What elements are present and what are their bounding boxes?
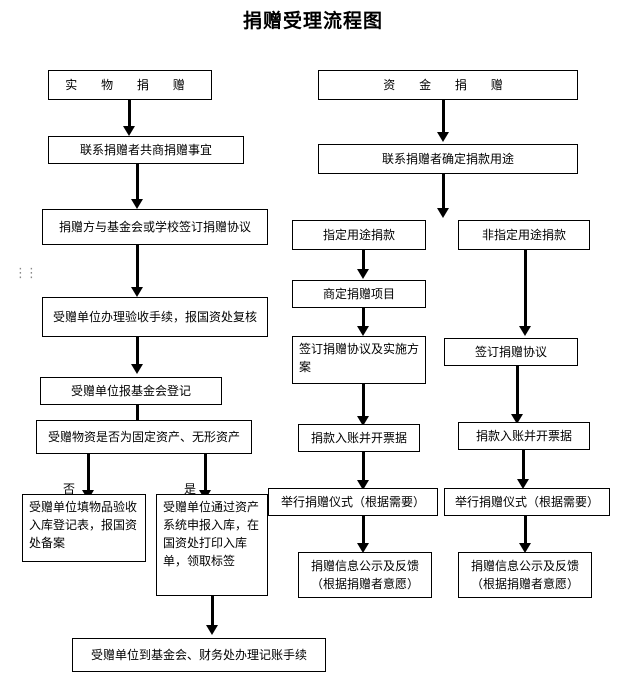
undesignated-ceremony-step: 举行捐赠仪式（根据需要） <box>444 488 610 516</box>
bookkeeping-step: 受赠单位到基金会、财务处办理记账手续 <box>72 638 326 672</box>
fund-donation-header: 资 金 捐 赠 <box>318 70 578 100</box>
arrow-down-icon <box>357 384 369 426</box>
confirm-usage-step: 联系捐赠者确定捐款用途 <box>318 144 578 174</box>
arrow-down-icon <box>199 454 211 500</box>
asset-system-box: 受赠单位通过资产系统申报入库，在国资处打印入库单，领取标签 <box>156 494 268 596</box>
undesignated-disclosure-step: 捐赠信息公示及反馈（根据捐赠者意愿） <box>458 552 592 598</box>
agreement-plan-step: 签订捐赠协议及实施方案 <box>292 336 426 384</box>
fixed-asset-decision: 受赠物资是否为固定资产、无形资产 <box>36 420 252 454</box>
in-kind-donation-header: 实 物 捐 赠 <box>48 70 212 100</box>
register-items-box: 受赠单位填物品验收入库登记表，报国资处备案 <box>22 494 146 562</box>
arrow-down-icon <box>357 250 369 279</box>
designated-ceremony-step: 举行捐赠仪式（根据需要） <box>268 488 438 516</box>
designated-disclosure-step: 捐赠信息公示及反馈（根据捐赠者意愿） <box>298 552 432 598</box>
undesignated-invoice-step: 捐款入账并开票据 <box>458 422 590 450</box>
acceptance-step: 受赠单位办理验收手续，报国资处复核 <box>42 297 268 337</box>
connector-line <box>136 405 139 420</box>
arrow-down-icon <box>357 452 369 490</box>
drag-handle-icon[interactable]: ⋮⋮ <box>14 266 38 281</box>
no-label: 否 <box>63 482 76 496</box>
foundation-registration-step: 受赠单位报基金会登记 <box>40 377 222 405</box>
yes-label: 是 <box>184 482 197 496</box>
arrow-down-icon <box>131 337 143 374</box>
project-negotiation-step: 商定捐赠项目 <box>292 280 426 308</box>
arrow-down-icon <box>519 516 531 553</box>
arrow-down-icon <box>357 516 369 553</box>
undesignated-donation-box: 非指定用途捐款 <box>458 220 590 250</box>
arrow-down-icon <box>437 174 449 218</box>
arrow-down-icon <box>206 596 218 635</box>
arrow-down-icon <box>82 454 94 500</box>
designated-invoice-step: 捐款入账并开票据 <box>298 424 420 452</box>
page-title: 捐赠受理流程图 <box>242 10 383 32</box>
arrow-down-icon <box>511 366 523 424</box>
sign-agreement-step: 捐赠方与基金会或学校签订捐赠协议 <box>42 209 268 245</box>
designated-donation-box: 指定用途捐款 <box>292 220 426 250</box>
contact-donor-step: 联系捐赠者共商捐赠事宜 <box>48 136 244 164</box>
arrow-down-icon <box>123 100 135 136</box>
arrow-down-icon <box>437 100 449 142</box>
undesignated-agreement-step: 签订捐赠协议 <box>444 338 578 366</box>
arrow-down-icon <box>357 308 369 336</box>
arrow-down-icon <box>517 450 529 489</box>
arrow-down-icon <box>519 250 531 336</box>
arrow-down-icon <box>131 164 143 209</box>
arrow-down-icon <box>131 245 143 297</box>
